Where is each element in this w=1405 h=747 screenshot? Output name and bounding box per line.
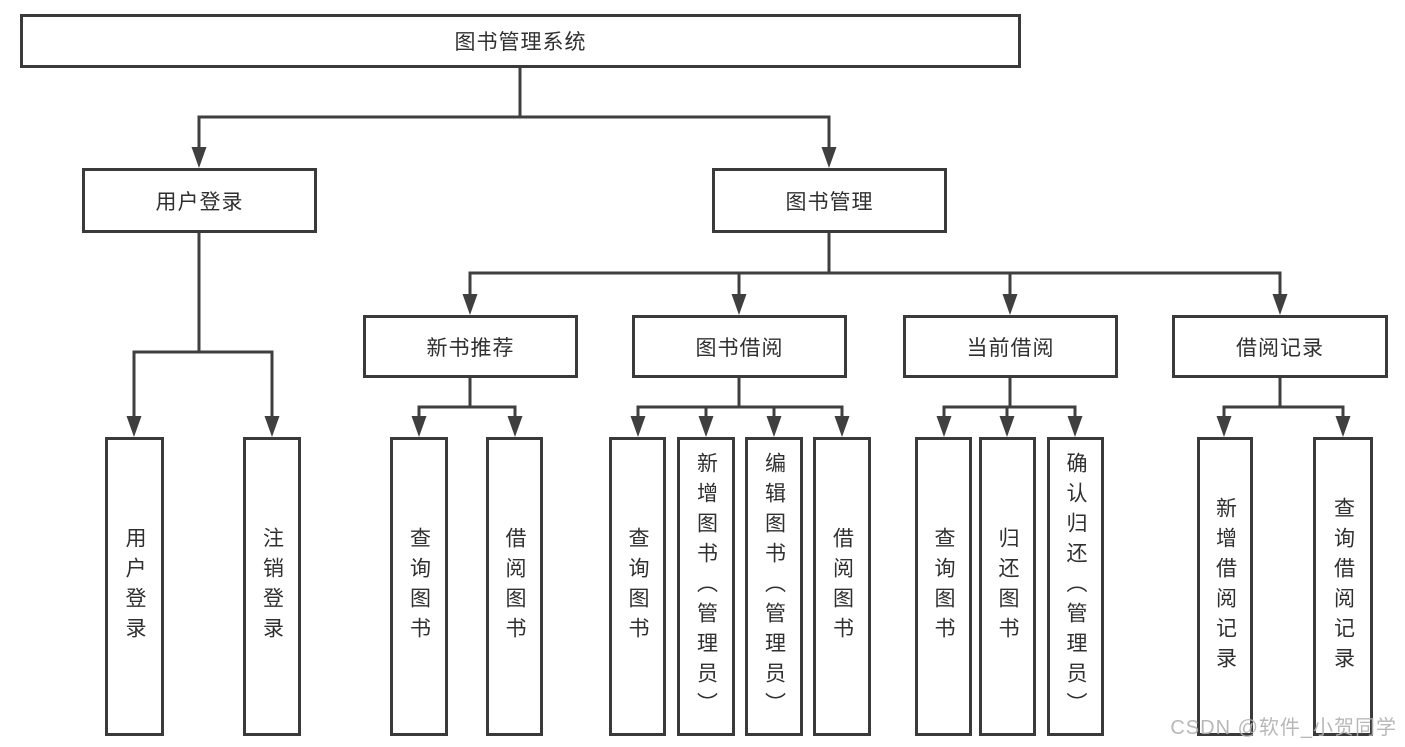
- leaf-return-book: 归还图书: [979, 437, 1036, 736]
- leaf-confirm-return-admin: 确认归还（管理员）: [1047, 437, 1104, 736]
- leaf-user-login: 用户登录: [105, 437, 164, 736]
- node-new-book-recommendation: 新书推荐: [363, 315, 578, 378]
- node-book-management: 图书管理: [712, 168, 947, 233]
- leaf-borrow-books: 借阅图书: [813, 437, 871, 736]
- leaf-query-books-recommend: 查询图书: [390, 437, 448, 736]
- node-library-management-system: 图书管理系统: [20, 14, 1021, 68]
- leaf-borrow-books-recommend: 借阅图书: [486, 437, 543, 736]
- node-user-login: 用户登录: [82, 168, 317, 233]
- leaf-edit-book-admin: 编辑图书（管理员）: [745, 437, 803, 736]
- leaf-query-books-current: 查询图书: [915, 437, 972, 736]
- node-current-borrowing: 当前借阅: [903, 315, 1118, 378]
- leaf-add-borrow-record: 新增借阅记录: [1197, 437, 1253, 736]
- leaf-add-book-admin: 新增图书（管理员）: [677, 437, 735, 736]
- node-borrowing-records: 借阅记录: [1172, 315, 1388, 378]
- leaf-query-books-borrow: 查询图书: [609, 437, 666, 736]
- leaf-query-borrow-record: 查询借阅记录: [1313, 437, 1373, 736]
- node-book-borrowing: 图书借阅: [632, 315, 847, 378]
- leaf-logout: 注销登录: [243, 437, 301, 736]
